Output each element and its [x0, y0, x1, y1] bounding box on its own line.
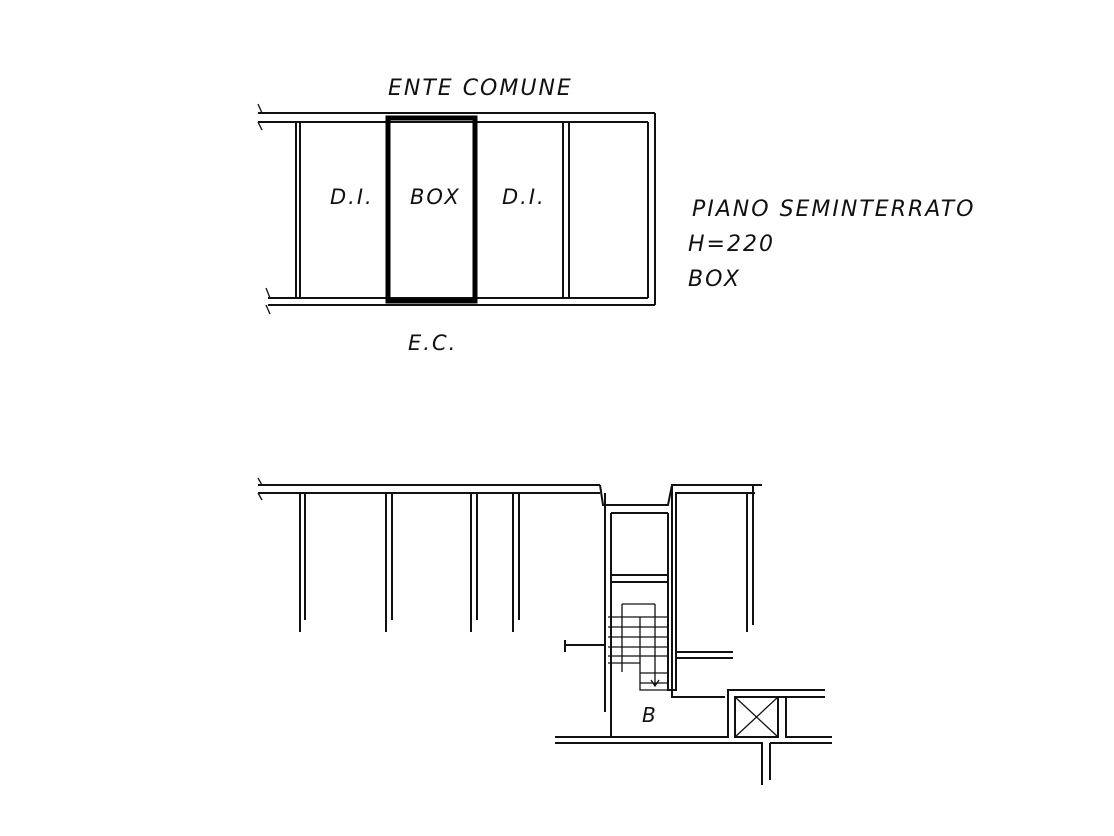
legend-unit: BOX — [688, 267, 741, 292]
room-label-di-right: D.I. — [502, 185, 546, 209]
lower-plan: B — [257, 477, 832, 785]
stair-label-b: B — [642, 703, 658, 727]
label-ente-comune: ENTE COMUNE — [388, 76, 573, 101]
highlighted-box-unit — [385, 115, 478, 304]
room-label-di-left: D.I. — [330, 185, 374, 209]
label-ec: E.C. — [408, 331, 457, 355]
legend-floor: PIANO SEMINTERRATO — [692, 197, 975, 222]
elevator-shaft — [734, 696, 779, 738]
legend-height: H=220 — [688, 232, 775, 257]
room-label-box: BOX — [410, 185, 461, 209]
upper-plan: ENTE COMUNE D.I. BOX D.I. E.C. — [257, 76, 656, 355]
staircase — [608, 603, 668, 691]
